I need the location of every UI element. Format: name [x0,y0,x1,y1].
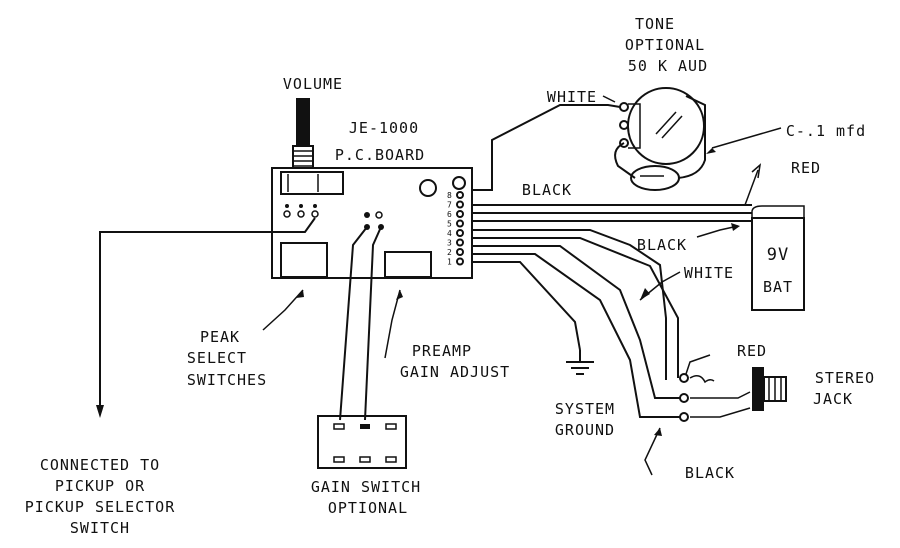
volume-thread [292,145,314,171]
volume-shaft [296,98,310,146]
connector-pin-label: 1 [447,258,452,267]
black-wire-label-mid: BLACK [522,181,572,199]
tone-pot [619,87,705,165]
preamp-label-line1: PREAMP [412,342,472,360]
peak-label-line1: PEAK [200,328,240,346]
gain-switch-label-line1: GAIN SWITCH [311,478,421,496]
leader-lines [262,95,782,476]
system-ground-label-line2: GROUND [555,421,615,439]
system-ground-label-line1: SYSTEM [555,400,615,418]
stereo-jack-label-line1: STEREO [815,369,875,387]
peak-switch-pads [283,204,319,218]
connector-pin [456,210,464,218]
jack-lug-ring [679,373,689,383]
labels: TONE OPTIONAL 50 K AUD VOLUME JE-1000 P.… [25,15,875,537]
jack-thread [763,376,787,402]
connector-pin-label: 3 [447,239,452,248]
peak-label-line2: SELECT [187,349,247,367]
white-wire-label-top: WHITE [547,88,597,106]
red-wire-label-jack: RED [737,342,767,360]
connector-pin [456,219,464,228]
stereo-jack-label-line2: JACK [813,390,853,408]
connector-pin [456,238,464,247]
jack-lug-tip [679,393,689,403]
wiring [96,95,762,421]
white-wire-label-mid: WHITE [684,264,734,282]
connector-pin [456,248,464,256]
connector-pin [456,257,464,266]
connector-pin-label: 8 [447,191,452,200]
battery-voltage-label: 9V [767,245,789,265]
volume-pot-body [280,171,344,195]
connector-pin-label: 7 [447,201,452,210]
battery-type-label: BAT [763,278,793,296]
connector-pin [456,200,464,209]
volume-pot [292,98,314,171]
jack-lug-sleeve [679,412,689,422]
battery-9v [751,205,805,311]
connected-label-line1: CONNECTED TO [40,456,160,474]
connector-pin-label: 4 [447,229,452,238]
board-label-line2: P.C.BOARD [335,146,425,164]
stereo-jack [679,367,787,422]
board-mount-hole [419,179,437,197]
board-label-line1: JE-1000 [349,119,419,137]
tone-label-line2: OPTIONAL [625,36,705,54]
red-wire-label-battery: RED [791,159,821,177]
connector-pin [456,191,464,199]
connector-pin-label: 2 [447,248,452,257]
capacitor-label: C-.1 mfd [786,122,866,140]
peak-label-line3: SWITCHES [187,371,267,389]
tone-label-line1: TONE [635,15,675,33]
black-wire-label-bottom: BLACK [685,464,735,482]
tone-label-line3: 50 K AUD [628,57,708,75]
preamp-label-line2: GAIN ADJUST [400,363,510,381]
black-wire-label-battery: BLACK [637,236,687,254]
peak-select-switch-block [280,242,328,278]
preamp-trimmer [384,251,432,278]
volume-label: VOLUME [283,75,343,93]
connected-label-line2: PICKUP OR [55,477,145,495]
gain-switch [317,415,407,469]
connector-pin [456,229,464,237]
connector-pin-label: 6 [447,210,452,219]
connected-label-line3: PICKUP SELECTOR [25,498,175,516]
board-pad [452,176,466,190]
connected-label-line4: SWITCH [70,519,130,537]
capacitor [630,165,680,191]
connector-pin-label: 5 [447,220,452,229]
gain-switch-label-line2: OPTIONAL [328,499,408,517]
